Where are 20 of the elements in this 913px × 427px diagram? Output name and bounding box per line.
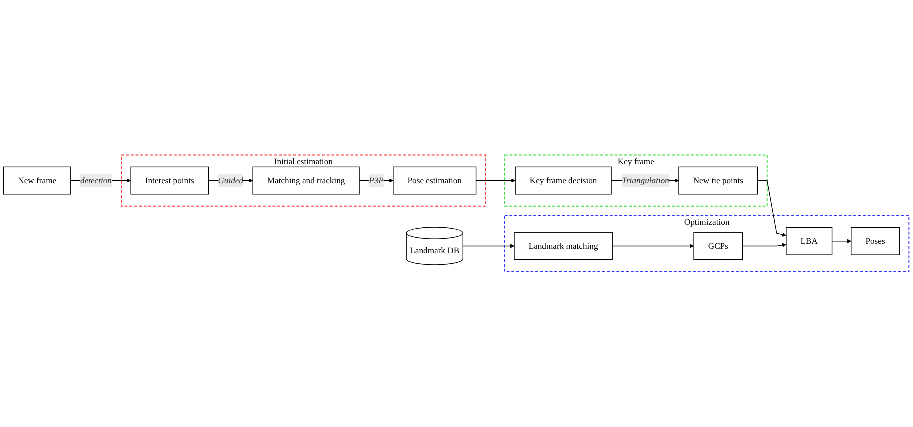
node-box: GCPs <box>694 232 744 260</box>
arrow <box>612 244 694 248</box>
node-box: LBA <box>786 227 833 256</box>
node-box: Landmark matching <box>514 232 613 260</box>
arrow <box>832 239 852 244</box>
node-box: Pose estimation <box>393 166 477 195</box>
node-box: New tie points <box>678 166 758 195</box>
edge-label: Triangulation <box>622 176 670 186</box>
node-box: Matching and tracking <box>252 166 360 195</box>
edge-label: P3P <box>369 176 384 186</box>
node-box: New frame <box>3 166 72 195</box>
arrow <box>742 243 787 248</box>
arrow <box>757 180 787 237</box>
node-box: Key frame decision <box>515 166 612 195</box>
node-box: Interest points <box>130 166 210 195</box>
edge-label: Guided <box>218 176 244 186</box>
node-box: Poses <box>851 227 900 256</box>
edge-label: detection <box>80 176 112 186</box>
arrow <box>462 244 515 248</box>
arrow <box>476 178 516 183</box>
